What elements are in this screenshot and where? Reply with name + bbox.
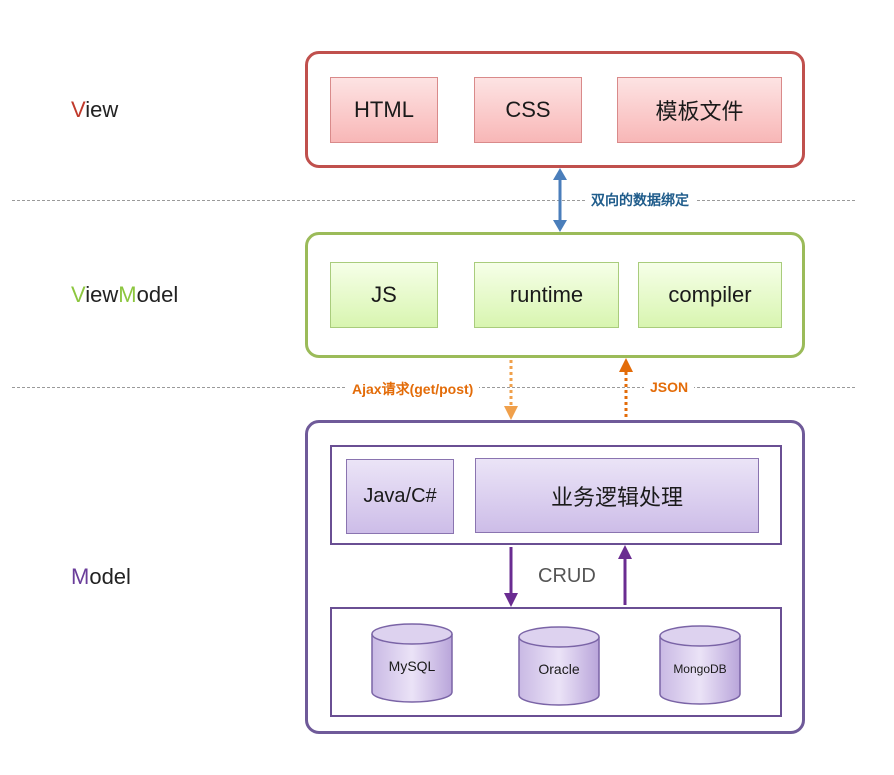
layer-label-viewmodel: ViewModel	[71, 282, 178, 308]
model-box-java-csharp: Java/C#	[346, 459, 454, 534]
layer-label-viewmodel-rest: odel	[136, 282, 179, 307]
database-cylinder-icon	[659, 625, 741, 705]
json-response-label: JSON	[644, 379, 695, 395]
database-mysql: MySQL	[370, 622, 454, 704]
binding-arrow	[553, 168, 567, 232]
layer-label-viewmodel-initial-m: M	[118, 282, 137, 307]
layer-label-viewmodel-initial-v: V	[71, 282, 86, 307]
database-cylinder-icon	[518, 626, 600, 706]
layer-label-view-initial: V	[71, 97, 86, 122]
ajax-request-arrow	[504, 360, 518, 420]
json-response-arrow	[619, 358, 633, 418]
layer-label-viewmodel-part-iew: iew	[85, 282, 119, 307]
database-label-mysql: MySQL	[388, 658, 436, 674]
crud-up-arrow	[618, 545, 632, 605]
binding-label: 双向的数据绑定	[585, 190, 695, 210]
database-label-mongodb: MongoDB	[673, 662, 727, 676]
view-box-css: CSS	[474, 77, 582, 143]
view-box-html: HTML	[330, 77, 438, 143]
divider-view-viewmodel	[12, 200, 855, 201]
viewmodel-box-compiler: compiler	[638, 262, 782, 328]
ajax-request-label: Ajax请求(get/post)	[346, 379, 480, 399]
layer-label-model-rest: odel	[89, 564, 131, 589]
layer-label-model-initial: M	[71, 564, 90, 589]
view-box-template: 模板文件	[617, 77, 782, 143]
layer-label-view-rest: iew	[85, 97, 119, 122]
model-box-business-logic: 业务逻辑处理	[475, 458, 759, 533]
layer-label-model: Model	[71, 564, 131, 590]
crud-down-arrow	[504, 547, 518, 607]
database-oracle: Oracle	[517, 625, 601, 707]
database-mongodb: MongoDB	[658, 624, 742, 706]
crud-label: CRUD	[538, 565, 596, 587]
layer-label-view: View	[71, 97, 118, 123]
database-cylinder-icon	[371, 623, 453, 703]
viewmodel-box-js: JS	[330, 262, 438, 328]
viewmodel-box-runtime: runtime	[474, 262, 619, 328]
database-label-oracle: Oracle	[538, 661, 580, 677]
